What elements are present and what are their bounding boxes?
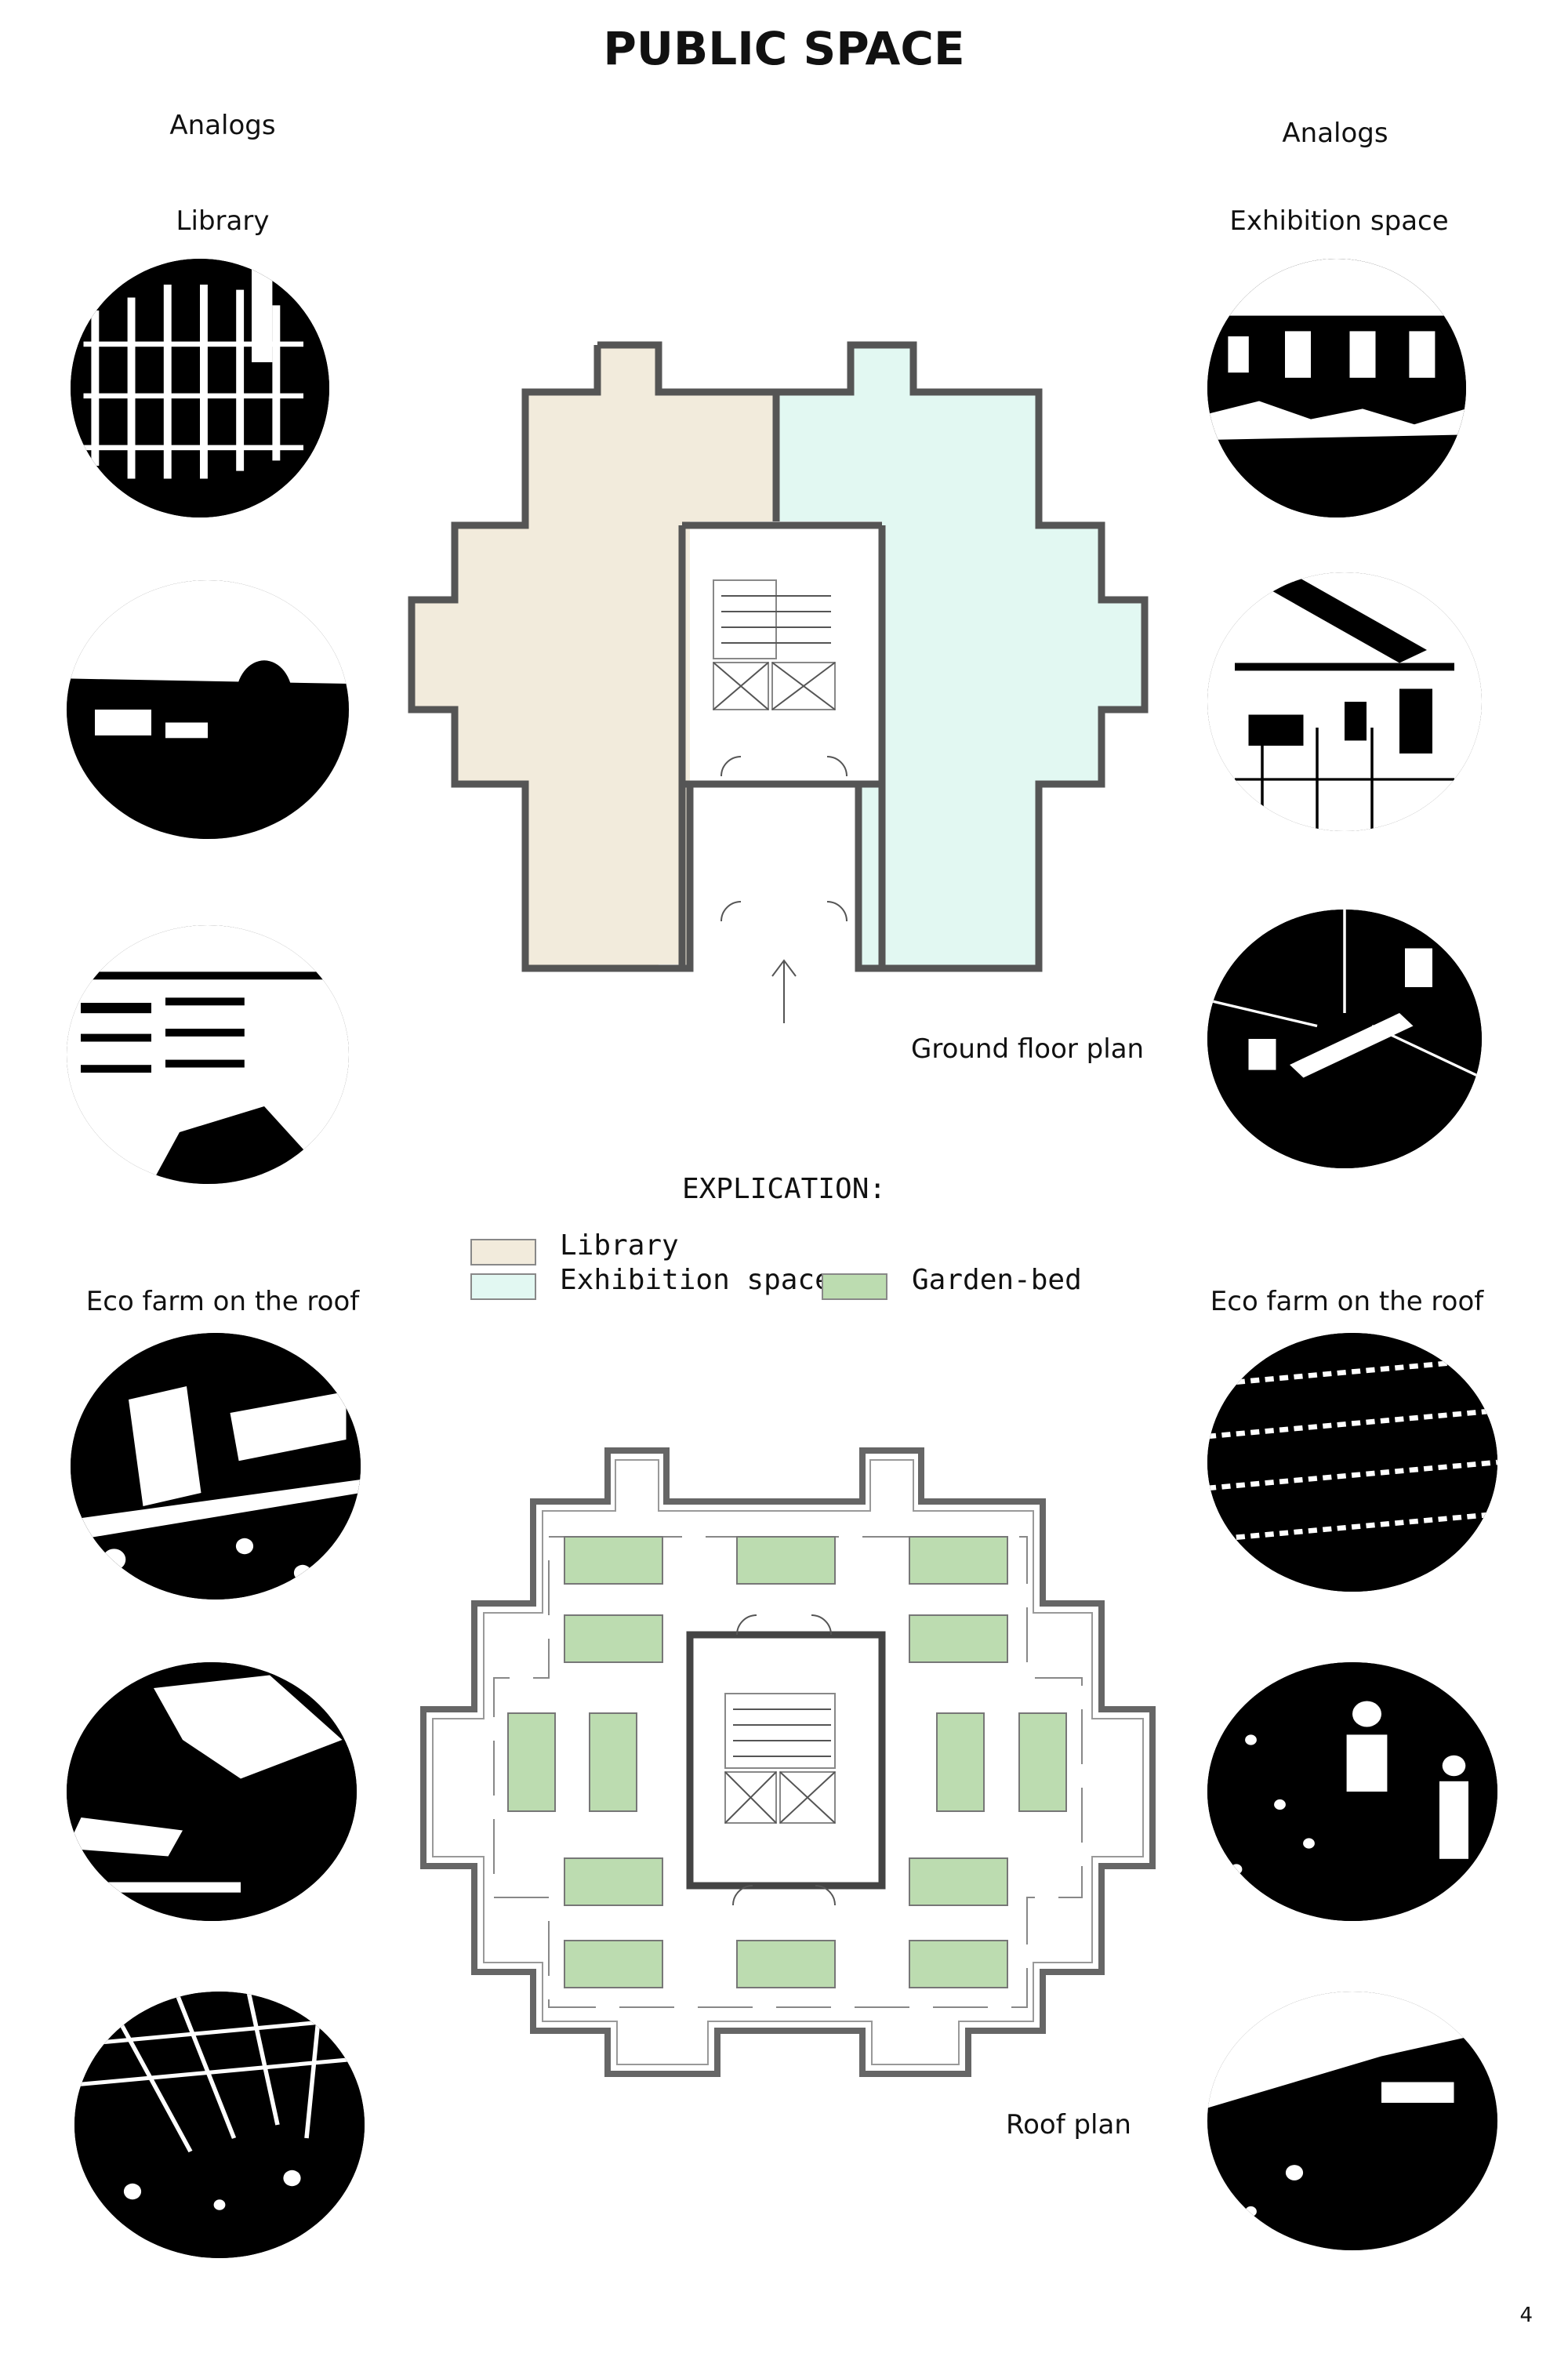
legend-label-exhibition: Exhibition space: [560, 1264, 832, 1296]
right-exhibition-label: Exhibition space: [1229, 205, 1449, 237]
right-eco-farm-label: Eco farm on the roof: [1210, 1286, 1484, 1317]
roof-plan: [420, 1447, 1156, 2077]
page-number: 4: [1519, 2304, 1533, 2327]
left-library-label: Library: [176, 205, 270, 237]
legend-swatch-garden-bed: [822, 1273, 887, 1300]
legend-label-library: Library: [560, 1229, 679, 1262]
legend-label-garden-bed: Garden-bed: [912, 1264, 1082, 1296]
exhibition-photo-2: [1207, 572, 1482, 831]
library-photo-1: [71, 259, 329, 517]
eco-farm-photo-6: [1207, 1992, 1497, 2250]
legend-swatch-library: [470, 1239, 536, 1265]
exhibition-photo-3: [1207, 910, 1482, 1168]
right-analogs-label: Analogs: [1282, 118, 1388, 149]
eco-farm-photo-2: [67, 1662, 357, 1921]
page-title: PUBLIC SPACE: [603, 22, 965, 75]
eco-farm-photo-1: [71, 1333, 361, 1600]
garden-beds: [507, 1536, 1067, 1988]
eco-farm-photo-5: [1207, 1662, 1497, 1921]
library-photo-3: [67, 925, 349, 1184]
ground-floor-caption: Ground floor plan: [911, 1033, 1145, 1065]
legend-title: EXPLICATION:: [681, 1173, 887, 1205]
legend-swatch-exhibition: [470, 1273, 536, 1300]
exhibition-zone: [776, 345, 1145, 968]
left-analogs-label: Analogs: [169, 110, 276, 141]
eco-farm-photo-4: [1207, 1333, 1497, 1592]
roof-plan-caption: Roof plan: [1006, 2109, 1131, 2141]
exhibition-photo-1: [1207, 259, 1466, 517]
eco-farm-photo-3: [74, 1992, 365, 2258]
left-eco-farm-label: Eco farm on the roof: [85, 1286, 360, 1317]
library-photo-2: [67, 580, 349, 839]
ground-floor-plan: [408, 341, 1149, 1023]
